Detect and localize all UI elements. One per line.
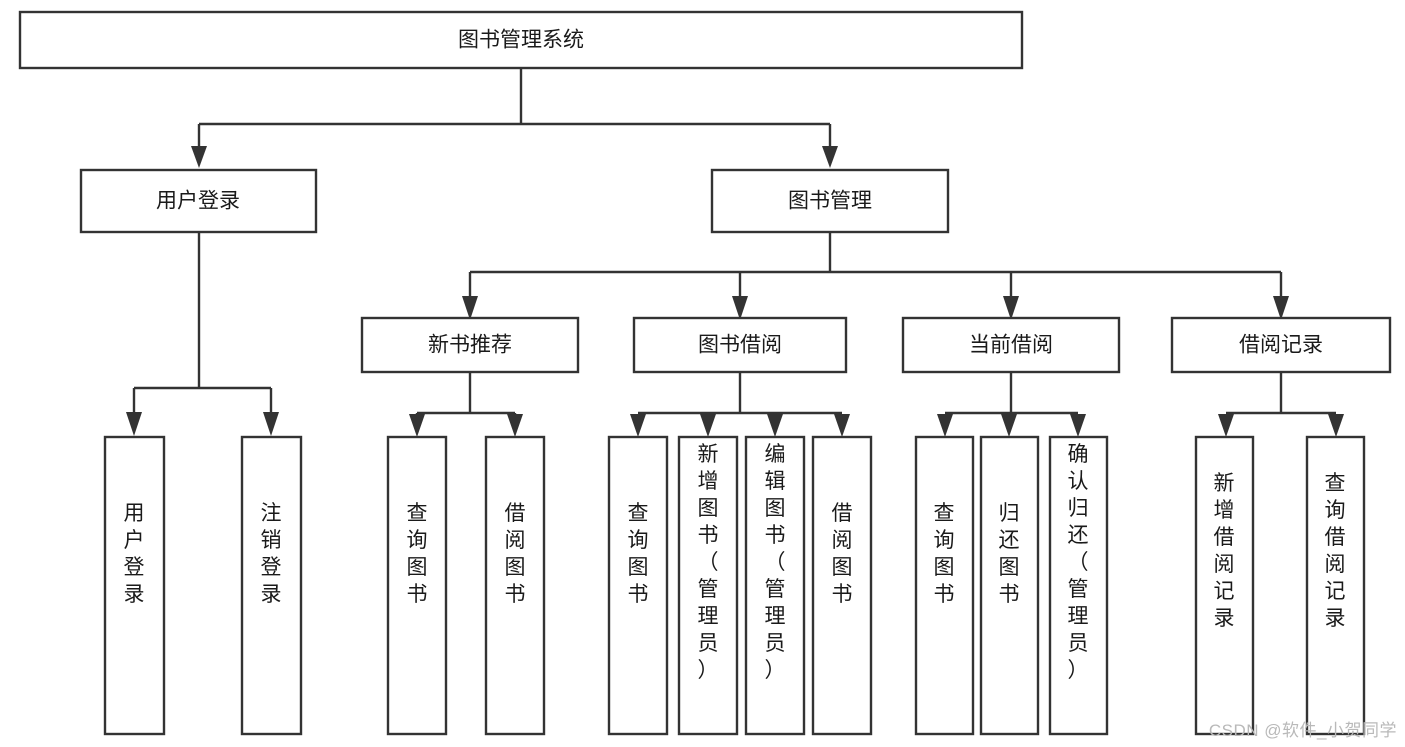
arrow-new-book-rec-leaf1-icon [409, 414, 425, 437]
arrow-book-manage-c2-icon [732, 296, 748, 320]
node-book-manage-box[interactable] [710, 168, 950, 234]
node-leaf-query-book-2[interactable]: 查询图书 [607, 435, 669, 736]
arrow-book-manage-c4-icon [1273, 296, 1289, 320]
node-new-book-rec-label: 新书推荐 [428, 334, 512, 357]
node-user-login[interactable]: 用户登录 [79, 168, 318, 234]
node-borrow-record-box[interactable] [1170, 316, 1392, 374]
node-leaf-add-book-label: 新增图书（管理员） [698, 443, 719, 682]
node-leaf-query-book-1-label: 查询图书 [407, 502, 428, 606]
node-leaf-return-book[interactable]: 归还图书 [979, 435, 1040, 736]
arrow-current-borrow-leaf3-icon [1070, 414, 1086, 437]
node-leaf-user-login-box[interactable] [103, 435, 166, 736]
node-leaf-query-book-3[interactable]: 查询图书 [914, 435, 975, 736]
node-book-borrow-label: 图书借阅 [698, 334, 782, 357]
node-leaf-query-book-2-label: 查询图书 [628, 502, 649, 606]
node-root-box[interactable] [18, 10, 1024, 70]
connector-group-new-book-rec [409, 372, 523, 437]
arrow-current-borrow-leaf2-icon [1001, 414, 1017, 437]
node-leaf-edit-book-label: 编辑图书（管理员） [765, 443, 786, 682]
connector-group-current-borrow [937, 372, 1086, 437]
connector-group-book-manage [462, 232, 1289, 320]
node-leaf-user-logout-label: 注销登录 [261, 502, 282, 606]
arrow-user-login-leaf1-icon [126, 412, 142, 436]
connector-group-user-login [126, 232, 279, 436]
node-leaf-return-book-label: 归还图书 [999, 502, 1020, 606]
node-leaf-query-record[interactable]: 查询借阅记录 [1305, 435, 1366, 736]
arrow-book-manage-c1-icon [462, 296, 478, 320]
arrow-borrow-record-leaf1-icon [1218, 414, 1234, 437]
arrow-book-borrow-leaf1-icon [630, 414, 646, 437]
node-leaf-add-record-label: 新增借阅记录 [1214, 472, 1235, 630]
node-book-manage-label: 图书管理 [788, 190, 872, 213]
node-leaf-borrow-book-2[interactable]: 借阅图书 [811, 435, 873, 736]
node-leaf-query-book-2-box[interactable] [607, 435, 669, 736]
node-leaf-borrow-book-1-box[interactable] [484, 435, 546, 736]
connector-group-book-borrow [630, 372, 850, 437]
node-current-borrow-label: 当前借阅 [969, 334, 1053, 357]
node-leaf-borrow-book-2-label: 借阅图书 [832, 502, 853, 606]
arrow-current-borrow-leaf1-icon [937, 414, 953, 437]
node-leaf-user-logout-box[interactable] [240, 435, 303, 736]
node-current-borrow[interactable]: 当前借阅 [901, 316, 1121, 374]
arrow-user-login-leaf2-icon [263, 412, 279, 436]
arrow-root-to-book-manage-icon [822, 146, 838, 168]
node-leaf-query-book-3-label: 查询图书 [934, 502, 955, 606]
node-leaf-return-book-box[interactable] [979, 435, 1040, 736]
node-book-manage[interactable]: 图书管理 [710, 168, 950, 234]
arrow-book-borrow-leaf3-icon [767, 414, 783, 437]
node-leaf-borrow-book-1[interactable]: 借阅图书 [484, 435, 546, 736]
node-borrow-record[interactable]: 借阅记录 [1170, 316, 1392, 374]
node-leaf-add-book[interactable]: 新增图书（管理员） [677, 435, 739, 736]
csdn-watermark: CSDN @软件_小贺同学 [1208, 721, 1397, 740]
arrow-book-borrow-leaf2-icon [700, 414, 716, 437]
connector-group-borrow-record [1218, 372, 1344, 437]
node-borrow-record-label: 借阅记录 [1239, 334, 1323, 357]
node-leaf-user-login[interactable]: 用户登录 [103, 435, 166, 736]
node-leaf-edit-book[interactable]: 编辑图书（管理员） [744, 435, 806, 736]
node-leaf-edit-book-box[interactable] [744, 435, 806, 736]
node-root-label: 图书管理系统 [458, 29, 584, 52]
node-leaf-confirm-return-box[interactable] [1048, 435, 1109, 736]
node-leaf-query-book-3-box[interactable] [914, 435, 975, 736]
node-leaf-confirm-return[interactable]: 确认归还（管理员） [1048, 435, 1109, 736]
node-leaf-query-book-1-box[interactable] [386, 435, 448, 736]
node-leaf-add-book-box[interactable] [677, 435, 739, 736]
node-current-borrow-box[interactable] [901, 316, 1121, 374]
node-leaf-query-book-1[interactable]: 查询图书 [386, 435, 448, 736]
arrow-book-manage-c3-icon [1003, 296, 1019, 320]
node-new-book-rec[interactable]: 新书推荐 [360, 316, 580, 374]
node-leaf-add-record-box[interactable] [1194, 435, 1255, 736]
node-leaf-user-login-label: 用户登录 [124, 502, 145, 606]
node-leaf-query-record-box[interactable] [1305, 435, 1366, 736]
node-leaf-query-record-label: 查询借阅记录 [1325, 472, 1346, 630]
node-book-borrow-box[interactable] [632, 316, 848, 374]
node-user-login-box[interactable] [79, 168, 318, 234]
node-book-borrow[interactable]: 图书借阅 [632, 316, 848, 374]
node-root[interactable]: 图书管理系统 [18, 10, 1024, 70]
connector-group-root [191, 68, 838, 168]
arrow-book-borrow-leaf4-icon [834, 414, 850, 437]
arrow-borrow-record-leaf2-icon [1328, 414, 1344, 437]
arrow-new-book-rec-leaf2-icon [507, 414, 523, 437]
node-leaf-borrow-book-1-label: 借阅图书 [505, 502, 526, 606]
node-user-login-label: 用户登录 [156, 190, 240, 213]
node-leaf-user-logout[interactable]: 注销登录 [240, 435, 303, 736]
node-leaf-confirm-return-label: 确认归还（管理员） [1068, 443, 1089, 682]
node-leaf-borrow-book-2-box[interactable] [811, 435, 873, 736]
node-new-book-rec-box[interactable] [360, 316, 580, 374]
arrow-root-to-user-login-icon [191, 146, 207, 168]
node-leaf-add-record[interactable]: 新增借阅记录 [1194, 435, 1255, 736]
